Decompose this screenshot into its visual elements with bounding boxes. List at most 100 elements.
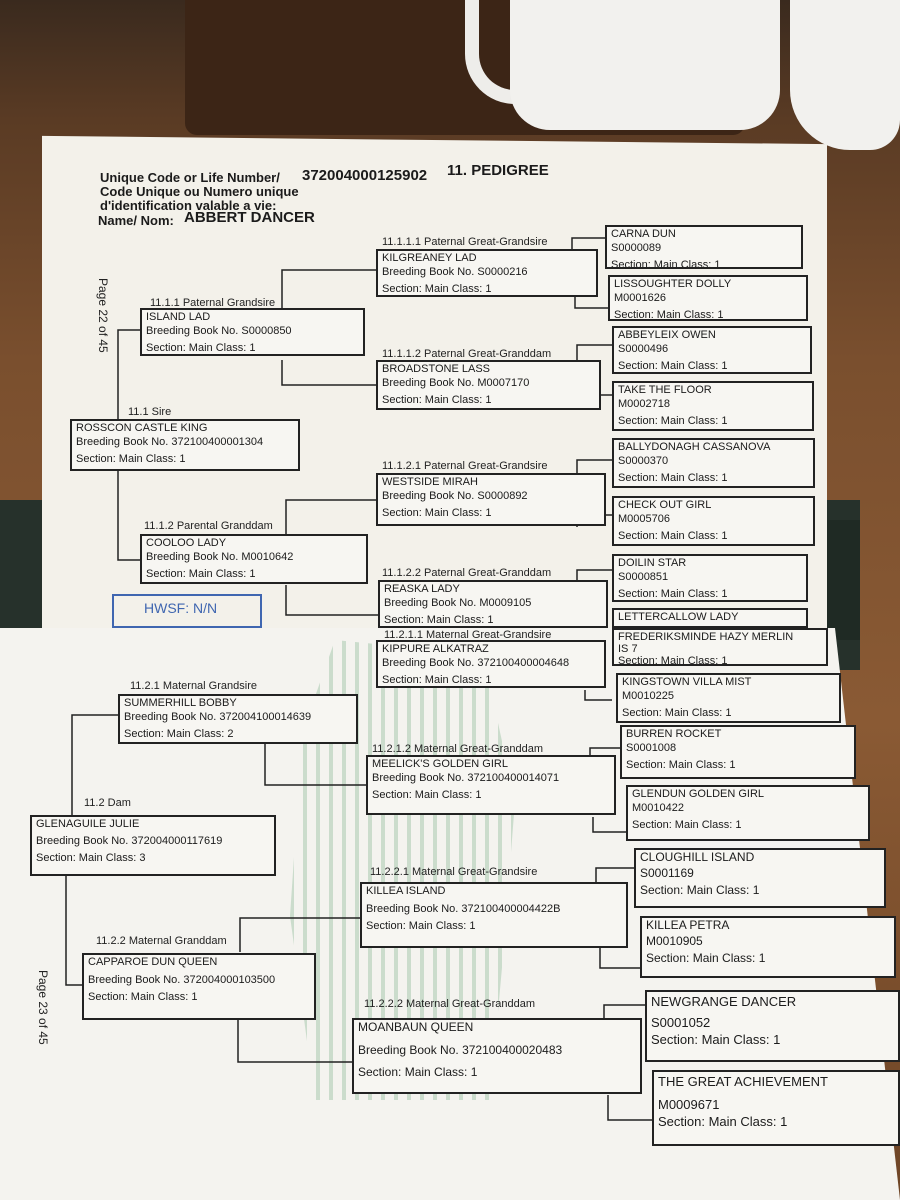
white-mug bbox=[510, 0, 780, 130]
mgs-dam-section: Section: Main Class: 1 bbox=[372, 788, 482, 801]
paternal-grandsire-name: ISLAND LAD bbox=[146, 311, 211, 323]
pgs-sire-section: Section: Main Class: 1 bbox=[382, 282, 492, 295]
mgs-sire-label: 11.2.1.1 Maternal Great-Grandsire bbox=[384, 629, 552, 641]
g4-top-1: CARNA DUN S0000089 Section: Main Class: … bbox=[605, 225, 803, 269]
maternal-grandsire-name: SUMMERHILL BOBBY bbox=[124, 697, 237, 709]
sire-box: ROSSCON CASTLE KING Breeding Book No. 37… bbox=[70, 419, 300, 471]
g4-top-8-name: LETTERCALLOW LADY bbox=[618, 611, 739, 623]
g4-top-6-no: M0005706 bbox=[618, 513, 670, 525]
mgs-dam-box: MEELICK'S GOLDEN GIRL Breeding Book No. … bbox=[366, 755, 616, 815]
g4-bot-8-no: M0009671 bbox=[658, 1097, 720, 1112]
pgs-dam-label: 11.1.1.2 Paternal Great-Granddam bbox=[382, 348, 552, 360]
g4-bot-6-no: M0010905 bbox=[646, 934, 703, 948]
mgd-sire-label: 11.2.2.1 Maternal Great-Grandsire bbox=[370, 866, 538, 878]
mgd-sire-section: Section: Main Class: 1 bbox=[366, 919, 476, 932]
code-label-3: d'identification valable a vie: bbox=[100, 198, 277, 213]
g4-top-7-no: S0000851 bbox=[618, 571, 669, 583]
mgd-sire-book: Breeding Book No. 372100400004422B bbox=[366, 903, 561, 915]
pgd-sire-label: 11.1.2.1 Paternal Great-Grandsire bbox=[382, 460, 548, 472]
pgd-sire-name: WESTSIDE MIRAH bbox=[382, 476, 478, 488]
g4-top-2: LISSOUGHTER DOLLY M0001626 Section: Main… bbox=[608, 275, 808, 321]
g4-top-5-section: Section: Main Class: 1 bbox=[618, 471, 728, 484]
mgs-sire-name: KIPPURE ALKATRAZ bbox=[382, 643, 489, 655]
g4-bot-3-section: Section: Main Class: 1 bbox=[626, 758, 736, 771]
dam-name: GLENAGUILE JULIE bbox=[36, 818, 140, 830]
g4-bot-5-section: Section: Main Class: 1 bbox=[640, 882, 760, 897]
g4-bot-6-section: Section: Main Class: 1 bbox=[646, 950, 766, 965]
g4-top-3-no: S0000496 bbox=[618, 343, 669, 355]
maternal-granddam-name: CAPPAROE DUN QUEEN bbox=[88, 956, 218, 968]
g4-bot-5-no: S0001169 bbox=[640, 866, 694, 880]
g4-top-4-no: M0002718 bbox=[618, 398, 670, 410]
g4-bot-8: THE GREAT ACHIEVEMENT M0009671 Section: … bbox=[652, 1070, 900, 1146]
paternal-grandsire-book: Breeding Book No. S0000850 bbox=[146, 325, 292, 337]
sire-section: Section: Main Class: 1 bbox=[76, 452, 186, 465]
g4-bot-2-section: Section: Main Class: 1 bbox=[622, 706, 732, 719]
paternal-granddam-name: COOLOO LADY bbox=[146, 537, 227, 549]
maternal-grandsire-box: SUMMERHILL BOBBY Breeding Book No. 37200… bbox=[118, 694, 358, 744]
hwsf-stamp: HWSF: N/N bbox=[112, 594, 262, 628]
g4-bot-7-name: NEWGRANGE DANCER bbox=[651, 994, 797, 1009]
pgd-dam-section: Section: Main Class: 1 bbox=[384, 613, 494, 626]
g4-top-5: BALLYDONAGH CASSANOVA S0000370 Section: … bbox=[612, 438, 815, 488]
g4-bot-4: GLENDUN GOLDEN GIRL M0010422 Section: Ma… bbox=[626, 785, 870, 841]
g4-top-2-name: LISSOUGHTER DOLLY bbox=[614, 278, 732, 290]
g4-bot-3-name: BURREN ROCKET bbox=[626, 728, 722, 740]
g4-bot-7: NEWGRANGE DANCER S0001052 Section: Main … bbox=[645, 990, 900, 1062]
dam-label: 11.2 Dam bbox=[84, 797, 131, 809]
dam-book: Breeding Book No. 372004000117619 bbox=[36, 835, 223, 847]
pedigree-section-title: 11. PEDIGREE bbox=[447, 162, 549, 179]
g4-top-4-section: Section: Main Class: 1 bbox=[618, 414, 728, 427]
g4-top-5-no: S0000370 bbox=[618, 455, 669, 467]
maternal-grandsire-book: Breeding Book No. 372004100014639 bbox=[124, 711, 312, 723]
paternal-granddam-label: 11.1.2 Parental Granddam bbox=[144, 520, 273, 532]
g4-top-5-name: BALLYDONAGH CASSANOVA bbox=[618, 441, 771, 453]
g4-top-3-section: Section: Main Class: 1 bbox=[618, 359, 728, 372]
mgd-sire-name: KILLEA ISLAND bbox=[366, 885, 446, 897]
mgd-dam-name: MOANBAUN QUEEN bbox=[358, 1020, 474, 1034]
pgs-dam-section: Section: Main Class: 1 bbox=[382, 393, 492, 406]
g4-bot-3: BURREN ROCKET S0001008 Section: Main Cla… bbox=[620, 725, 856, 779]
g4-bot-6: KILLEA PETRA M0010905 Section: Main Clas… bbox=[640, 916, 896, 978]
stamp-text: HWSF: N/N bbox=[144, 600, 218, 616]
pgd-dam-label: 11.1.2.2 Paternal Great-Granddam bbox=[382, 567, 552, 579]
mgd-sire-box: KILLEA ISLAND Breeding Book No. 37210040… bbox=[360, 882, 628, 948]
pgd-dam-book: Breeding Book No. M0009105 bbox=[384, 597, 532, 609]
g4-top-8: LETTERCALLOW LADY bbox=[612, 608, 808, 628]
maternal-granddam-box: CAPPAROE DUN QUEEN Breeding Book No. 372… bbox=[82, 953, 316, 1020]
mgs-dam-label: 11.2.1.2 Maternal Great-Granddam bbox=[372, 743, 543, 755]
maternal-granddam-label: 11.2.2 Maternal Granddam bbox=[96, 935, 227, 947]
g4-bot-4-no: M0010422 bbox=[632, 802, 684, 814]
mgd-dam-label: 11.2.2.2 Maternal Great-Granddam bbox=[364, 998, 535, 1010]
g4-top-2-section: Section: Main Class: 1 bbox=[614, 308, 724, 321]
g4-bot-6-name: KILLEA PETRA bbox=[646, 918, 730, 932]
g4-top-6-section: Section: Main Class: 1 bbox=[618, 529, 728, 542]
mgs-dam-book: Breeding Book No. 372100400014071 bbox=[372, 772, 560, 784]
maternal-granddam-book: Breeding Book No. 372004000103500 bbox=[88, 974, 276, 986]
pgs-sire-label: 11.1.1.1 Paternal Great-Grandsire bbox=[382, 236, 548, 248]
pgd-dam-box: REASKA LADY Breeding Book No. M0009105 S… bbox=[378, 580, 608, 628]
mgs-dam-name: MEELICK'S GOLDEN GIRL bbox=[372, 758, 508, 770]
maternal-grandsire-label: 11.2.1 Maternal Grandsire bbox=[130, 680, 257, 692]
g4-top-1-section: Section: Main Class: 1 bbox=[611, 258, 721, 269]
g4-bot-7-no: S0001052 bbox=[651, 1015, 711, 1030]
pgd-dam-name: REASKA LADY bbox=[384, 583, 460, 595]
g4-top-4: TAKE THE FLOOR M0002718 Section: Main Cl… bbox=[612, 381, 814, 431]
g4-bot-1-no: IS 7 bbox=[618, 643, 638, 655]
g4-bot-8-name: THE GREAT ACHIEVEMENT bbox=[658, 1074, 828, 1089]
mgs-sire-box: KIPPURE ALKATRAZ Breeding Book No. 37210… bbox=[376, 640, 606, 688]
g4-bot-1-section: Section: Main Class: 1 bbox=[618, 655, 728, 666]
pgs-dam-book: Breeding Book No. M0007170 bbox=[382, 377, 530, 389]
sire-book: Breeding Book No. 372100400001304 bbox=[76, 436, 264, 448]
g4-top-6-name: CHECK OUT GIRL bbox=[618, 499, 712, 511]
g4-top-3: ABBEYLEIX OWEN S0000496 Section: Main Cl… bbox=[612, 326, 812, 374]
horse-name: ABBERT DANCER bbox=[184, 209, 315, 226]
g4-bot-2-no: M0010225 bbox=[622, 690, 674, 702]
g4-top-2-no: M0001626 bbox=[614, 292, 666, 304]
g4-bot-5-name: CLOUGHILL ISLAND bbox=[640, 850, 755, 864]
mgs-sire-book: Breeding Book No. 372100400004648 bbox=[382, 657, 570, 669]
paternal-grandsire-section: Section: Main Class: 1 bbox=[146, 341, 256, 354]
g4-top-7-name: DOILIN STAR bbox=[618, 557, 687, 569]
paternal-grandsire-box: ISLAND LAD Breeding Book No. S0000850 Se… bbox=[140, 308, 365, 356]
